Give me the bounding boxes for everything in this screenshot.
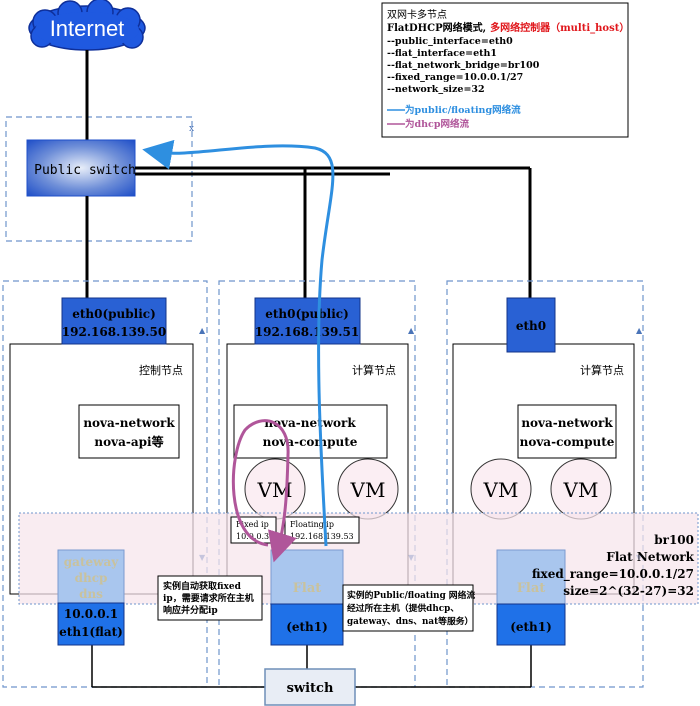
- svg-text:gateway: gateway: [64, 555, 119, 569]
- svg-text:nova-api等: nova-api等: [94, 434, 163, 449]
- svg-text:响应并分配ip: 响应并分配ip: [163, 604, 218, 616]
- dhcp-flow-path: [231, 419, 297, 563]
- svg-text:nova-compute: nova-compute: [263, 435, 358, 449]
- svg-text:eth0(public): eth0(public): [72, 307, 156, 321]
- svg-text:br100: br100: [654, 533, 694, 547]
- internet-label: Internet: [50, 16, 125, 41]
- svg-text:Flat: Flat: [517, 581, 546, 596]
- zone-marker: x: [189, 124, 194, 134]
- svg-text:Fixed ip: Fixed ip: [236, 520, 269, 529]
- legend-mode: FlatDHCP网络模式,多网络控制器（multi_host）: [387, 21, 629, 34]
- service-box-compute-1: nova-network nova-compute: [233, 404, 388, 459]
- vm-compute-2-a: VM: [470, 458, 532, 520]
- svg-text:nova-network: nova-network: [83, 416, 175, 430]
- svg-text:经过所在主机（提供dhcp、: 经过所在主机（提供dhcp、: [347, 602, 459, 614]
- legend-config-2: --flat_interface=eth1: [387, 48, 497, 59]
- eth1-compute-1: Flat (eth1): [270, 549, 344, 646]
- vm-compute-2-b: VM: [550, 458, 612, 520]
- legend-public-text: 为public/floating网络流: [405, 104, 521, 116]
- svg-text:192.168.139.50: 192.168.139.50: [62, 325, 166, 339]
- legend-config-5: --network_size=32: [387, 84, 485, 95]
- svg-text:▲: ▲: [408, 326, 415, 335]
- floating-ip-label: Floating ip 192.168.139.53: [284, 516, 360, 544]
- svg-text:eth0: eth0: [516, 319, 546, 333]
- br100-info: br100 Flat Network fixed_range=10.0.0.1/…: [532, 533, 695, 598]
- svg-text:ip，需要请求所在主机: ip，需要请求所在主机: [163, 592, 254, 604]
- legend-config-4: --fixed_range=10.0.0.1/27: [387, 72, 523, 83]
- note-fixed: 实例自动获取fixed ip，需要请求所在主机 响应并分配ip: [157, 575, 263, 621]
- public-zone: [5, 116, 193, 242]
- node-title-compute-1: 计算节点: [352, 363, 396, 377]
- svg-text:192.168.139.53: 192.168.139.53: [290, 532, 354, 541]
- svg-text:VM: VM: [563, 478, 599, 502]
- vm-compute-1-b: VM: [337, 458, 399, 520]
- svg-text:▲: ▲: [199, 326, 206, 335]
- svg-text:dns: dns: [79, 587, 103, 601]
- svg-text:10.0.0.1: 10.0.0.1: [64, 607, 118, 621]
- legend-dhcp-text: 为dhcp网络流: [405, 118, 469, 130]
- eth1-controller: gateway dhcp dns 10.0.0.1 eth1(flat): [57, 549, 125, 646]
- svg-text:Flat Network: Flat Network: [606, 550, 694, 564]
- internet-cloud: Internet: [28, 0, 146, 51]
- public-switch: [26, 139, 136, 197]
- vm-compute-1-a: VM: [244, 458, 306, 520]
- svg-text:eth1(flat): eth1(flat): [59, 625, 123, 639]
- svg-text:gateway、dns、nat等服务）: gateway、dns、nat等服务）: [347, 615, 473, 627]
- svg-text:size=2^(32-27)=32: size=2^(32-27)=32: [563, 584, 694, 598]
- legend-title: 双网卡多节点: [387, 8, 447, 21]
- svg-text:VM: VM: [350, 478, 386, 502]
- public-links: [85, 166, 532, 298]
- public-switch-label: Public switch: [34, 163, 136, 178]
- svg-text:nova-network: nova-network: [521, 416, 613, 430]
- eth1-compute-2: Flat (eth1): [496, 549, 566, 646]
- note-floating: 实例的Public/floating 网络流 经过所在主机（提供dhcp、 ga…: [342, 584, 475, 632]
- svg-text:dhcp: dhcp: [75, 571, 108, 585]
- svg-text:192.168.139.51: 192.168.139.51: [255, 325, 359, 339]
- svg-text:10.0.0.3: 10.0.0.3: [236, 532, 269, 541]
- svg-text:nova-network: nova-network: [264, 416, 356, 430]
- svg-text:switch: switch: [287, 681, 334, 696]
- eth0-compute-2: eth0: [506, 297, 556, 353]
- node-title-compute-2: 计算节点: [580, 363, 624, 377]
- svg-text:(eth1): (eth1): [286, 620, 328, 634]
- legend-config-1: --public_interface=eth0: [387, 36, 513, 47]
- svg-text:nova-compute: nova-compute: [520, 435, 615, 449]
- svg-text:实例自动获取fixed: 实例自动获取fixed: [163, 580, 242, 592]
- legend-config-3: --flat_network_bridge=br100: [387, 60, 540, 71]
- service-box-compute-2: nova-network nova-compute: [517, 404, 617, 459]
- svg-text:VM: VM: [483, 478, 519, 502]
- legend-box: 双网卡多节点 FlatDHCP网络模式,多网络控制器（multi_host） -…: [381, 2, 629, 138]
- svg-text:实例的Public/floating 网络流: 实例的Public/floating 网络流: [347, 589, 475, 601]
- service-box-controller: nova-network nova-api等: [78, 404, 180, 459]
- svg-text:▲: ▲: [636, 326, 643, 335]
- eth0-controller: eth0(public) 192.168.139.50: [61, 297, 167, 345]
- svg-text:Flat: Flat: [293, 581, 322, 596]
- svg-text:fixed_range=10.0.0.1/27: fixed_range=10.0.0.1/27: [532, 567, 694, 582]
- public-flow-path: [142, 139, 335, 547]
- svg-text:eth0(public): eth0(public): [265, 307, 349, 321]
- svg-text:Floating ip: Floating ip: [290, 520, 334, 529]
- svg-text:(eth1): (eth1): [510, 620, 552, 634]
- flat-links: [91, 645, 532, 688]
- eth0-compute-1: eth0(public) 192.168.139.51: [254, 297, 361, 345]
- node-title-controller: 控制节点: [139, 363, 183, 377]
- flat-switch: switch: [264, 668, 356, 706]
- node-zone-compute-2: [446, 280, 644, 688]
